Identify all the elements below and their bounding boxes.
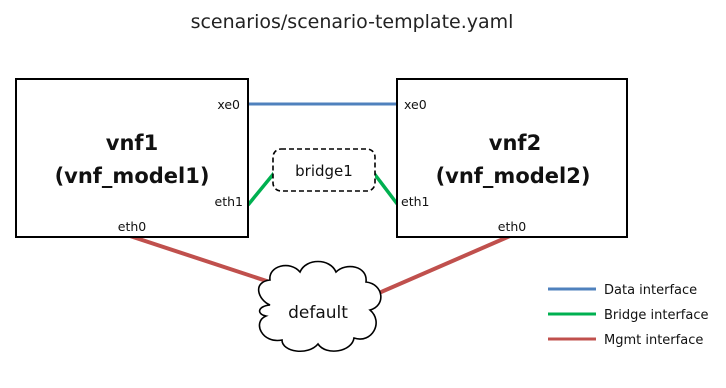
vnf1-box[interactable]: vnf1 (vnf_model1) xe0 eth1 eth0 xyxy=(15,78,249,238)
bridge-link-vnf2 xyxy=(371,170,400,207)
vnf1-port-xe0: xe0 xyxy=(217,97,240,112)
vnf2-port-eth1: eth1 xyxy=(401,194,429,209)
vnf2-port-xe0: xe0 xyxy=(404,97,427,112)
legend-item-data: Data interface xyxy=(548,283,697,298)
legend: Data interface Bridge interface Mgmt int… xyxy=(548,283,709,348)
vnf1-port-eth0: eth0 xyxy=(118,219,147,234)
legend-label-bridge: Bridge interface xyxy=(604,308,709,323)
bridge1-node[interactable]: bridge1 xyxy=(272,148,376,192)
bridge1-label: bridge1 xyxy=(295,162,353,180)
diagram-title: scenarios/scenario-template.yaml xyxy=(191,11,514,33)
vnf1-name: vnf1 xyxy=(106,131,158,155)
vnf1-model: (vnf_model1) xyxy=(55,164,210,188)
mgmt-link-vnf2 xyxy=(371,234,511,298)
legend-label-data: Data interface xyxy=(604,283,697,298)
bridge-link-vnf1 xyxy=(246,170,277,207)
vnf2-box[interactable]: vnf2 (vnf_model2) xe0 eth1 eth0 xyxy=(396,78,628,238)
cloud-icon[interactable]: default xyxy=(257,260,382,352)
network-default-label: default xyxy=(288,303,348,323)
vnf2-port-eth0: eth0 xyxy=(498,219,527,234)
legend-item-mgmt: Mgmt interface xyxy=(548,333,703,348)
vnf2-name: vnf2 xyxy=(489,131,541,155)
vnf1-port-eth1: eth1 xyxy=(215,194,243,209)
vnf2-model: (vnf_model2) xyxy=(436,164,591,188)
legend-item-bridge: Bridge interface xyxy=(548,308,709,323)
legend-label-mgmt: Mgmt interface xyxy=(604,333,703,348)
